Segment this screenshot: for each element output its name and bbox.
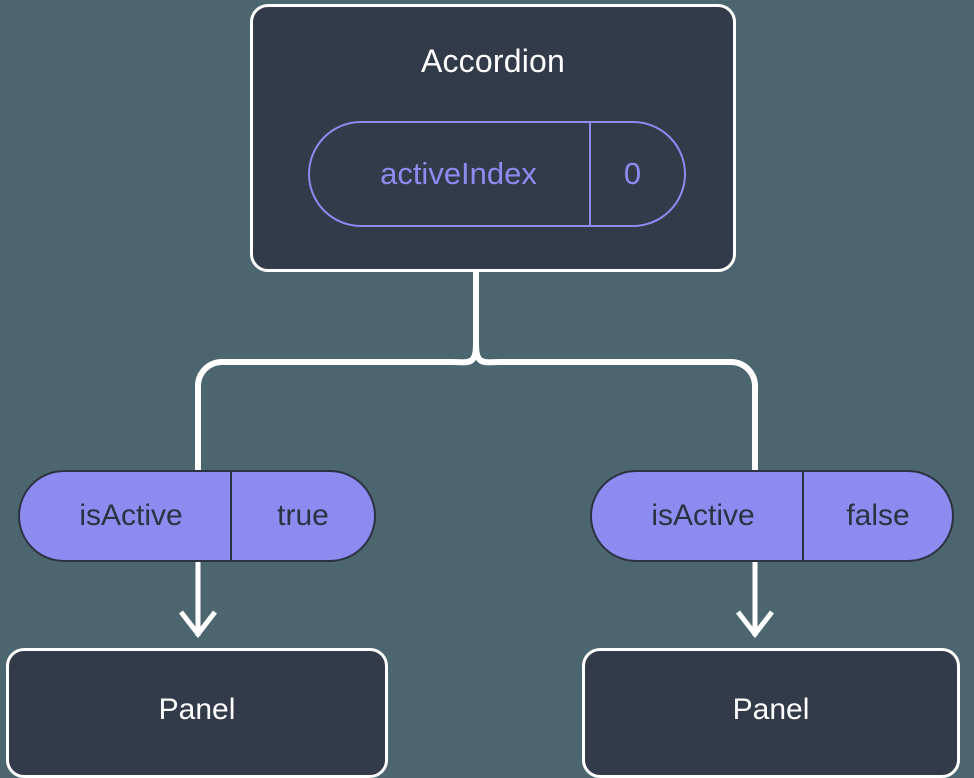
prop-badge-value: true [277,499,329,532]
prop-badge-value: false [846,499,910,532]
connector-arrow-right-head [736,610,774,639]
prop-badge-value: 0 [623,156,642,191]
root-component-title: Accordion [420,43,566,79]
panel-card-left[interactable]: Panel [6,648,388,778]
prop-badge-key: activeIndex [310,123,591,225]
panel-card-title: Panel [732,693,810,726]
prop-badge-key: isActive [592,472,804,560]
prop-badge-is-active-true[interactable]: isActive true [18,470,376,562]
prop-badge-key: isActive [20,472,232,560]
prop-badge-active-index[interactable]: activeIndex 0 [308,121,686,227]
panel-card-right[interactable]: Panel [582,648,960,778]
root-component-card[interactable]: Accordion activeIndex 0 [250,4,736,272]
connector-branch-right [473,343,758,470]
panel-card-title: Panel [158,693,236,726]
connector-arrow-left-head [179,610,217,639]
prop-badge-is-active-false[interactable]: isActive false [590,470,954,562]
connector-branch-left [195,343,479,470]
